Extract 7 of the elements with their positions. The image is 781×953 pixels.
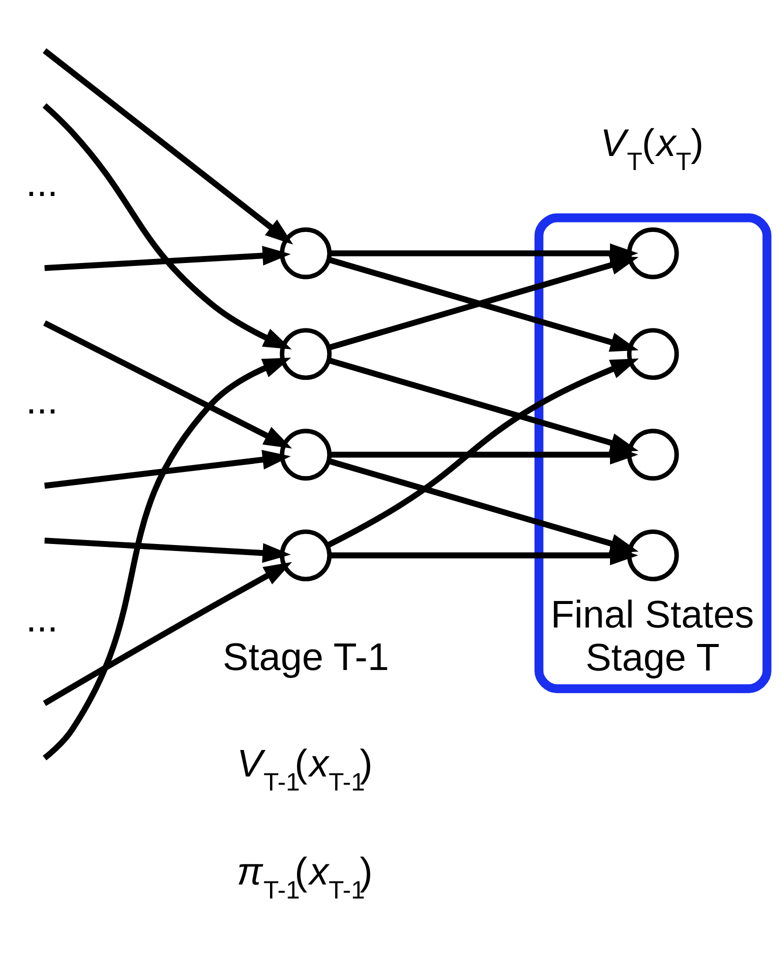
label: ...: [26, 596, 58, 640]
label: ...: [26, 379, 58, 422]
label: Stage T-1: [222, 635, 389, 678]
label: ...: [26, 162, 58, 205]
label: π$_{T-1}$(x$_{T-1}$): [236, 850, 373, 904]
label: V$_{T}$(x$_{T}$): [600, 122, 704, 176]
label: V$_{T-1}$(x$_{T-1}$): [236, 742, 373, 796]
